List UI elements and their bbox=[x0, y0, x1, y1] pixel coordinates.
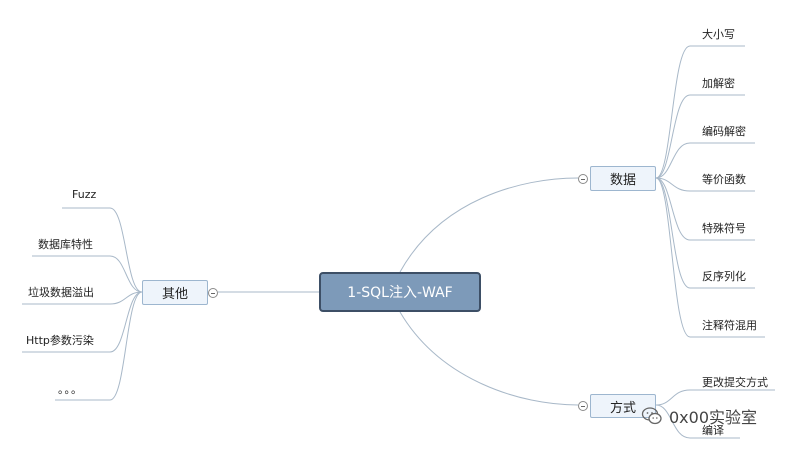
branch-other[interactable]: 其他 bbox=[142, 280, 208, 305]
connector-data-leaf-4 bbox=[655, 177, 755, 241]
leaf-data-4[interactable]: 特殊符号 bbox=[702, 222, 746, 235]
leaf-method-1[interactable]: 编译 bbox=[702, 424, 724, 437]
connector-data-leaf-3 bbox=[655, 177, 755, 192]
leaf-data-1[interactable]: 加解密 bbox=[702, 77, 735, 90]
watermark-text: 0x00实验室 bbox=[669, 408, 758, 427]
connector-data-leaf-6 bbox=[655, 177, 765, 338]
connector-other-leaf-1 bbox=[32, 255, 143, 293]
leaf-other-4[interactable]: 。。。 bbox=[58, 383, 83, 396]
central-topic-label: 1-SQL注入-WAF bbox=[347, 285, 453, 301]
connector-data-leaf-1 bbox=[655, 94, 745, 179]
central-topic[interactable]: 1-SQL注入-WAF bbox=[319, 272, 481, 312]
connector-data-leaf-0 bbox=[655, 45, 745, 179]
connector-method-leaf-0 bbox=[655, 389, 775, 406]
leaf-data-6[interactable]: 注释符混用 bbox=[702, 319, 757, 332]
leaf-method-0[interactable]: 更改提交方式 bbox=[702, 376, 768, 389]
leaf-other-0[interactable]: Fuzz bbox=[72, 188, 97, 201]
connector-other-leaf-3 bbox=[22, 291, 143, 353]
branch-data-label: 数据 bbox=[609, 173, 636, 188]
leaf-data-5[interactable]: 反序列化 bbox=[702, 270, 746, 283]
collapse-toggle-data[interactable] bbox=[578, 174, 588, 184]
connector-other-leaf-4 bbox=[55, 291, 143, 401]
watermark: 0x00实验室 bbox=[641, 403, 757, 429]
leaf-data-3[interactable]: 等价函数 bbox=[702, 173, 746, 186]
connector-other-leaf-2 bbox=[22, 291, 143, 305]
wechat-logo-icon bbox=[641, 405, 663, 427]
collapse-toggle-method[interactable] bbox=[578, 401, 588, 411]
connector-data-leaf-2 bbox=[655, 142, 755, 179]
connector-data-leaf-5 bbox=[655, 177, 755, 289]
leaf-data-2[interactable]: 编码解密 bbox=[702, 125, 746, 138]
connector-method-leaf-1 bbox=[655, 404, 740, 439]
branch-other-label: 其他 bbox=[161, 287, 188, 302]
leaf-other-2[interactable]: 垃圾数据溢出 bbox=[28, 286, 94, 299]
leaf-other-3[interactable]: Http参数污染 bbox=[26, 334, 94, 347]
collapse-toggle-other[interactable] bbox=[208, 288, 218, 298]
leaf-other-1[interactable]: 数据库特性 bbox=[38, 238, 93, 251]
connector-other-leaf-0 bbox=[62, 207, 143, 293]
leaf-data-0[interactable]: 大小写 bbox=[702, 28, 735, 41]
connector-central-data bbox=[399, 177, 579, 273]
branch-data[interactable]: 数据 bbox=[590, 166, 656, 191]
branch-method-label: 方式 bbox=[609, 400, 636, 416]
connector-central-method bbox=[399, 311, 579, 406]
branch-method[interactable]: 方式 bbox=[590, 394, 656, 418]
